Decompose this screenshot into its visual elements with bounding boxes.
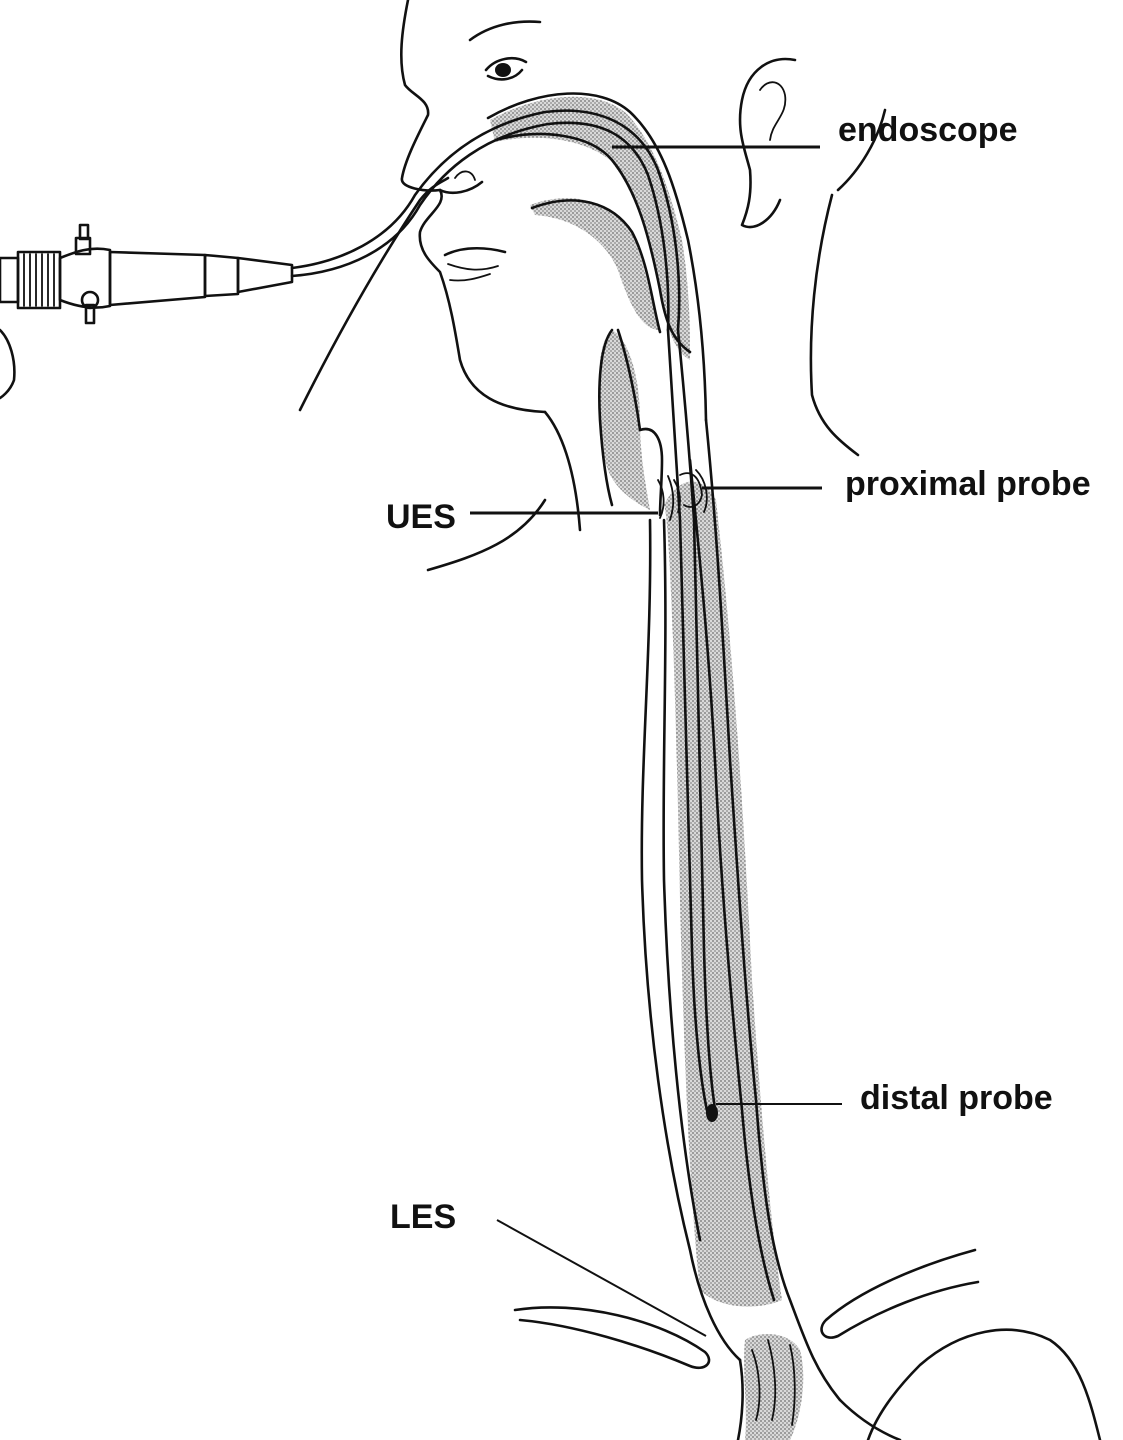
label-ues: UES bbox=[386, 498, 456, 536]
label-proximal-probe: proximal probe bbox=[845, 465, 1091, 503]
label-distal-probe: distal probe bbox=[860, 1079, 1053, 1117]
label-les: LES bbox=[390, 1198, 456, 1236]
label-endoscope: endoscope bbox=[838, 111, 1017, 149]
endoscope-device bbox=[0, 111, 679, 410]
les-leader bbox=[497, 1220, 706, 1336]
nasopharynx bbox=[488, 93, 706, 515]
